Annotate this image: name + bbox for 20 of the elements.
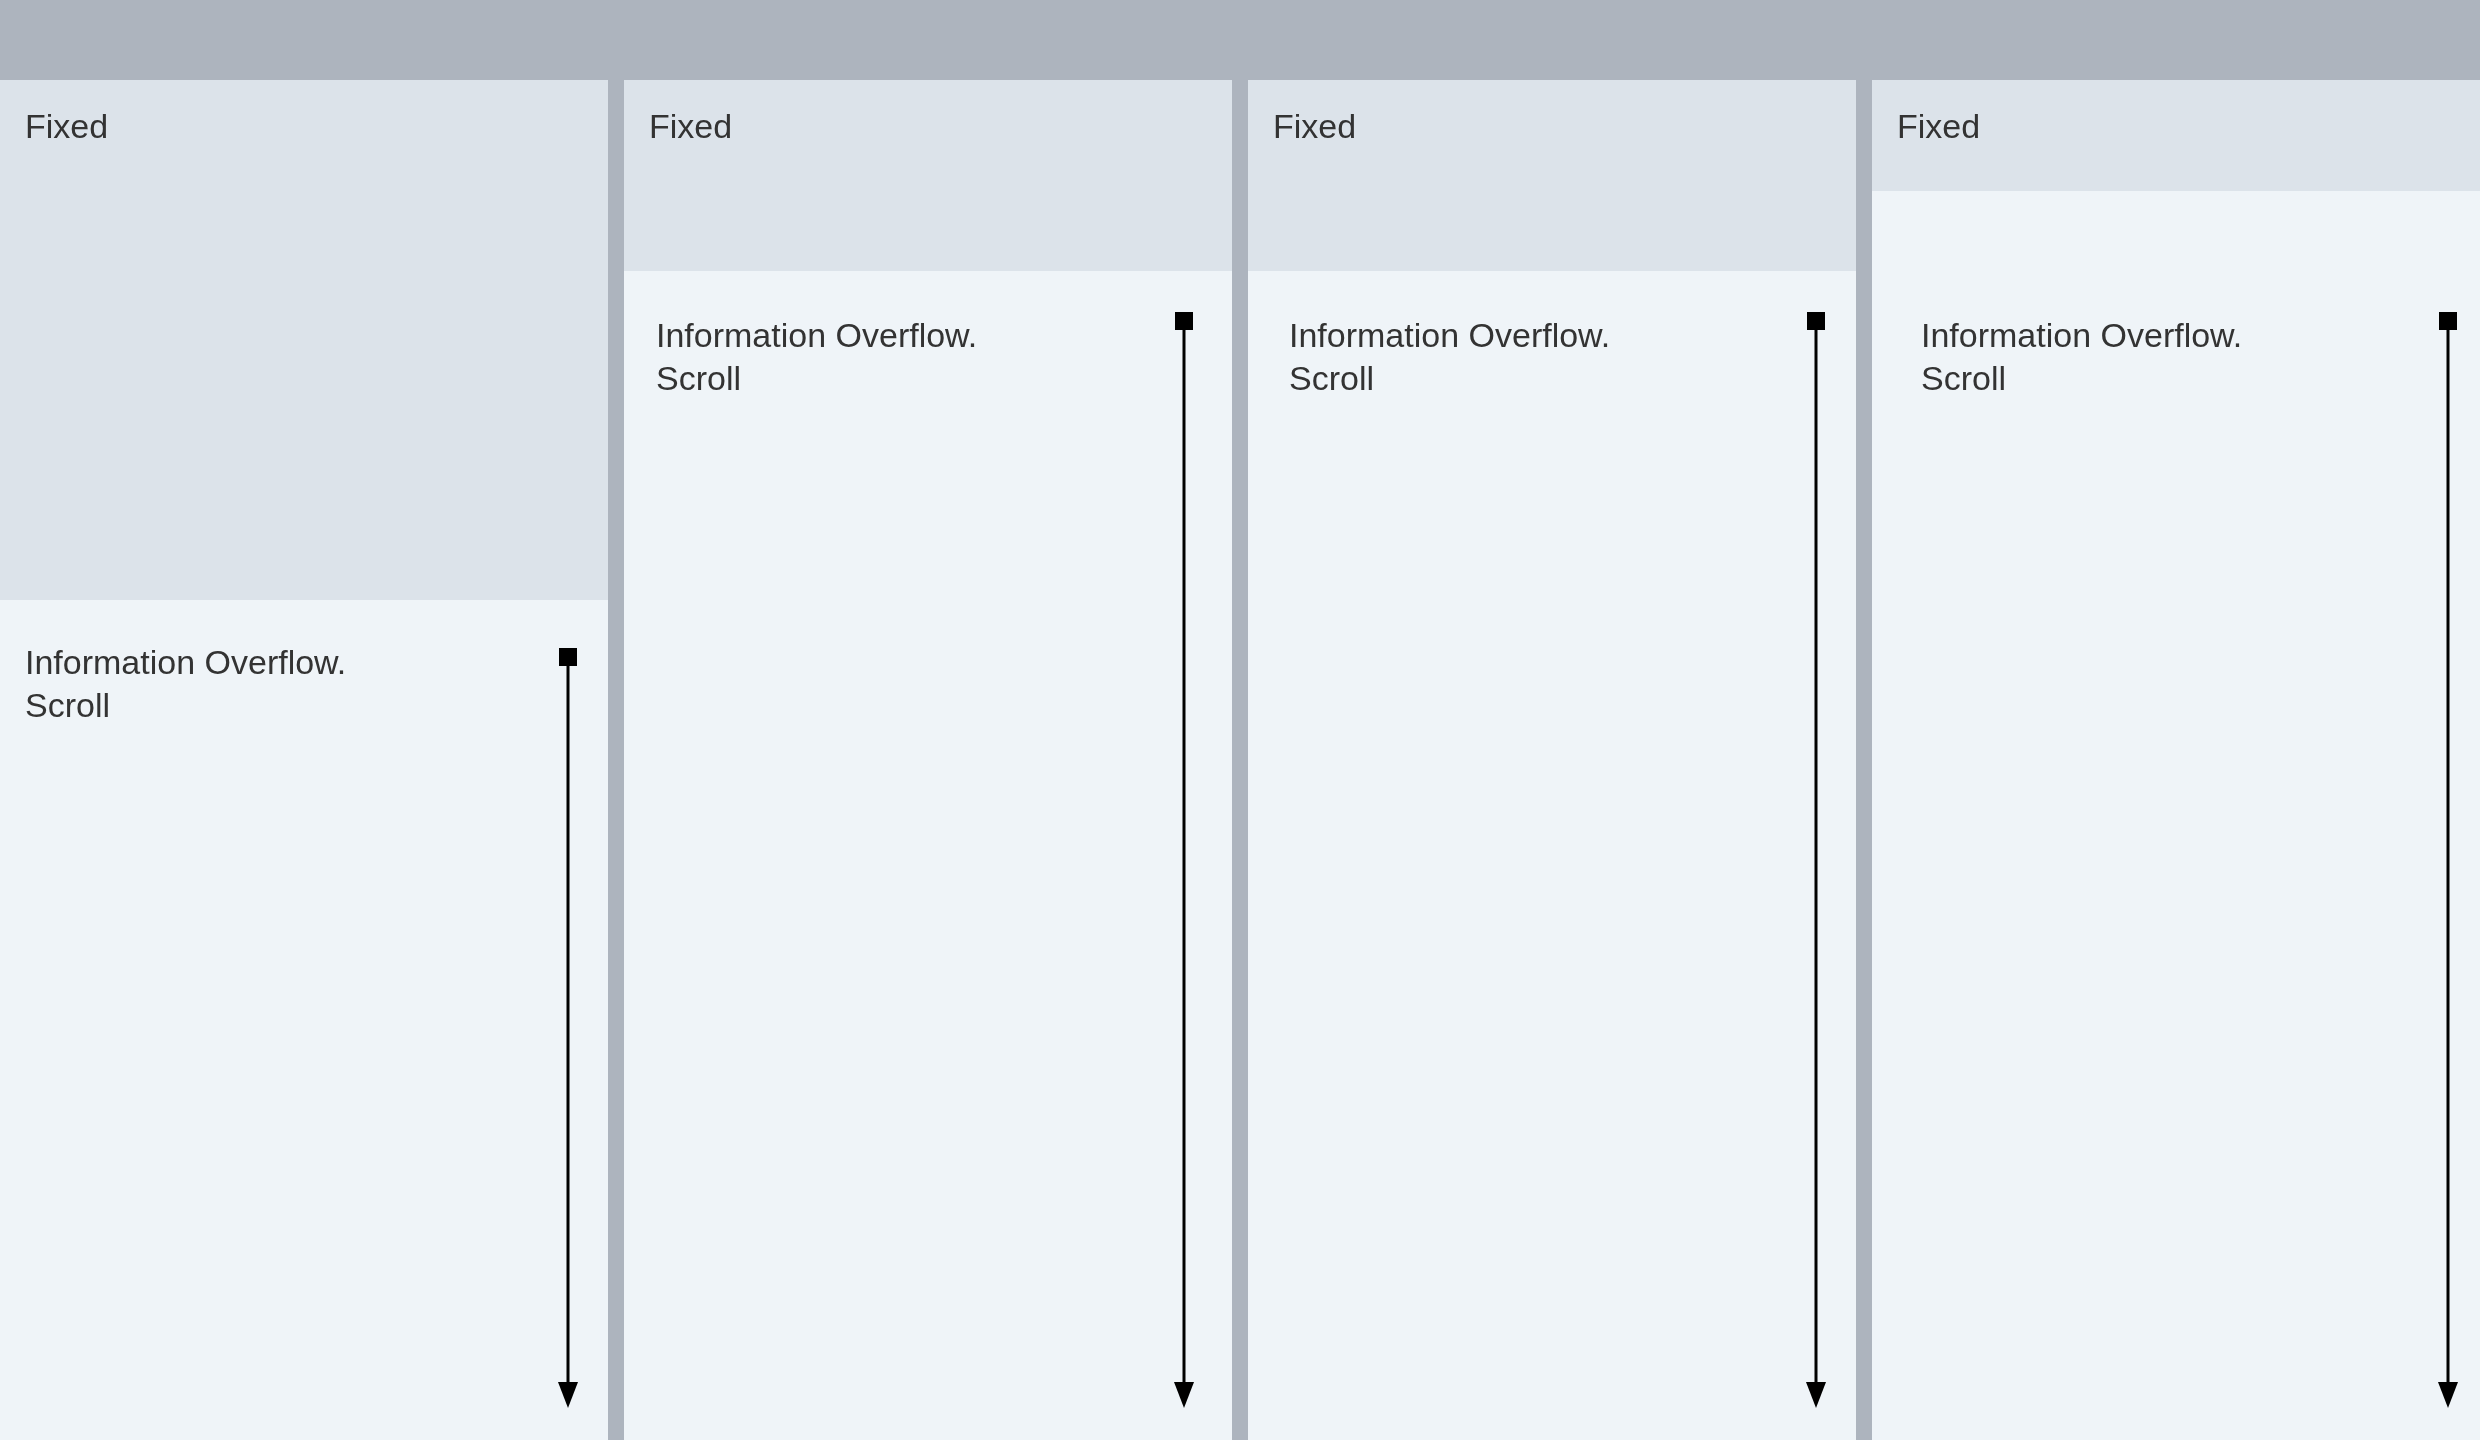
fixed-header-panel: [624, 80, 1232, 271]
panel-label: Fixed: [649, 106, 733, 147]
fixed-header-panel: [0, 80, 608, 600]
panel-text: Information Overflow. Scroll: [1289, 315, 1612, 399]
direction-arrow: [558, 648, 578, 1408]
panel-text: Information Overflow. Scroll: [25, 642, 348, 726]
direction-arrow: [1174, 312, 1194, 1408]
panel-text: Information Overflow. Scroll: [1921, 315, 2244, 399]
panel-label: Fixed: [25, 106, 109, 147]
panel-text: Information Overflow. Scroll: [656, 315, 979, 399]
scroll-area-panel: [624, 271, 1232, 1440]
panel-label: Fixed: [1273, 106, 1357, 147]
fixed-header-panel: [1248, 80, 1856, 271]
scroll-area-panel: [1248, 271, 1856, 1440]
scroll-area-panel: [0, 600, 608, 1440]
fixed-header-panel: [1872, 80, 2480, 191]
panel-label: Fixed: [1897, 106, 1981, 147]
scroll-area-panel: [1872, 191, 2480, 1440]
direction-arrow: [2438, 312, 2458, 1408]
direction-arrow: [1806, 312, 1826, 1408]
